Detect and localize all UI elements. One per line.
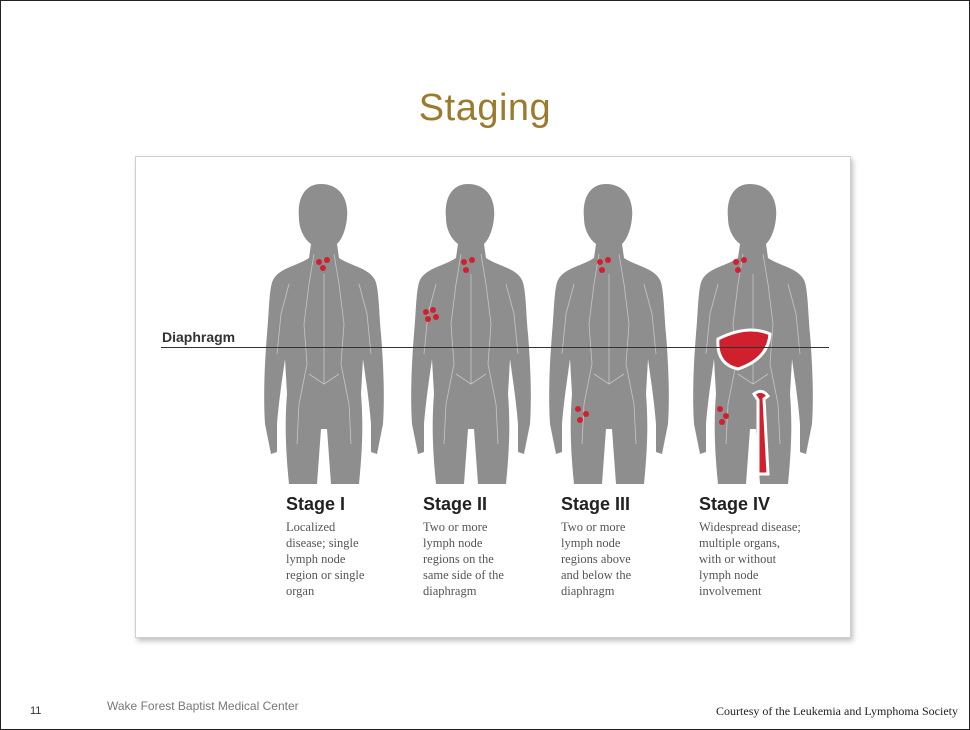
- stage-4-heading: Stage IV: [699, 494, 770, 515]
- body-silhouette-stage-2: [406, 184, 536, 484]
- slide-number: 11: [30, 705, 41, 717]
- footer-institution: Wake Forest Baptist Medical Center: [107, 699, 299, 713]
- stage-3-description: Two or more lymph node regions above and…: [561, 519, 686, 599]
- stage-3-heading: Stage III: [561, 494, 630, 515]
- stage-1-description: Localized disease; single lymph node reg…: [286, 519, 411, 599]
- stage-4-description: Widespread disease; multiple organs, wit…: [699, 519, 824, 599]
- stage-2-heading: Stage II: [423, 494, 487, 515]
- footer-credit: Courtesy of the Leukemia and Lymphoma So…: [716, 704, 958, 719]
- body-silhouette-stage-3: [544, 184, 674, 484]
- body-silhouette-stage-4: [688, 184, 818, 484]
- body-silhouette-stage-1: [259, 184, 389, 484]
- diaphragm-label: Diaphragm: [162, 329, 235, 345]
- diaphragm-line: [161, 347, 829, 348]
- slide-title: Staging: [1, 87, 969, 130]
- stage-2-description: Two or more lymph node regions on the sa…: [423, 519, 548, 599]
- stage-1-heading: Stage I: [286, 494, 345, 515]
